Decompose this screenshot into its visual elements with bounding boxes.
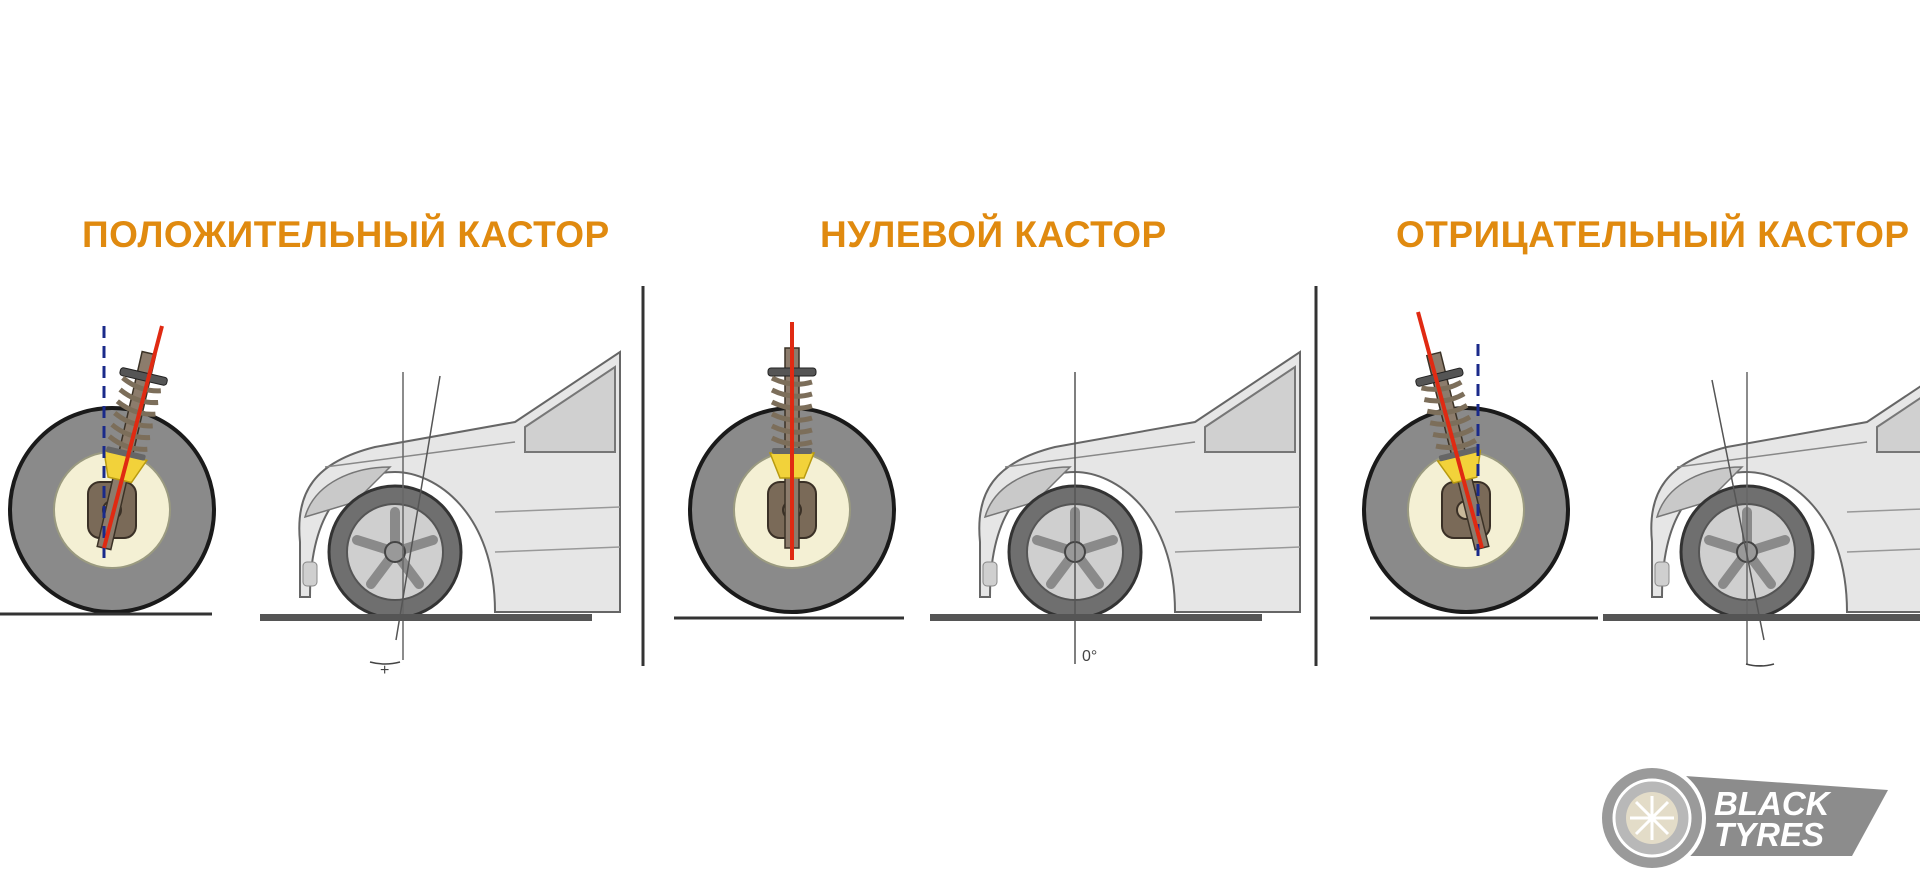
zero-caster-title: НУЛЕВОЙ КАСТОР xyxy=(820,214,1167,255)
zero-caster-panel xyxy=(674,322,1300,664)
ground-line xyxy=(1603,614,1920,621)
positive-angle-label: + xyxy=(380,662,390,679)
logo-banner xyxy=(1656,774,1888,856)
zero-angle-label: 0° xyxy=(1082,648,1098,665)
logo xyxy=(1598,764,1888,872)
negative-caster-title: ОТРИЦАТЕЛЬНЫЙ КАСТОР xyxy=(1396,214,1910,255)
ground-line xyxy=(930,614,1262,621)
ground-line xyxy=(260,614,592,621)
car-front-icon xyxy=(299,352,620,618)
car-front-icon xyxy=(1651,352,1920,618)
negative-angle-label: − xyxy=(1754,658,1764,675)
steering-axis-line xyxy=(1711,379,1765,641)
steering-axis-line xyxy=(102,325,164,549)
positive-caster-panel xyxy=(0,325,620,665)
caster-angle-arc xyxy=(369,661,401,665)
positive-caster-title: ПОЛОЖИТЕЛЬНЫЙ КАСТОР xyxy=(82,214,610,255)
steering-axis-line xyxy=(395,375,441,641)
car-front-icon xyxy=(979,352,1300,618)
logo-wheel-icon xyxy=(1598,764,1706,872)
logo-text: BLACK TYRES xyxy=(1714,785,1830,853)
caster-angle-arc xyxy=(1745,663,1775,667)
negative-caster-panel xyxy=(1362,311,1920,667)
logo-line-2: TYRES xyxy=(1714,816,1825,853)
logo-line-1: BLACK xyxy=(1714,785,1830,822)
steering-axis-line xyxy=(1416,311,1484,549)
